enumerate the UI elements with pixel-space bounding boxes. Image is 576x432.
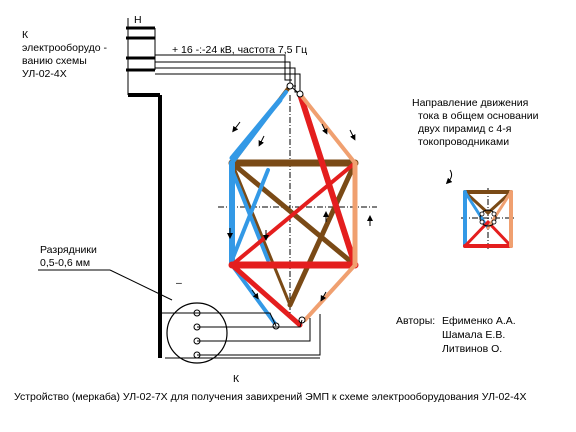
- voltage-label: + 16 -:-24 кВ, частота 7,5 Гц: [172, 44, 307, 56]
- direction-arrows: [227, 121, 373, 302]
- equipment-label-line-4: УЛ-02-4Х: [22, 68, 67, 80]
- arresters-label-line-2: 0,5-0,6 мм: [40, 257, 90, 269]
- direction-note-line-2: тока в общем основании: [418, 110, 539, 122]
- authors-title: Авторы:: [396, 315, 435, 327]
- terminal-top-label: Н: [134, 14, 142, 26]
- author-3: Литвинов О.: [442, 343, 502, 355]
- merkaba-lines: [228, 84, 359, 328]
- arresters-label-line-1: Разрядники: [40, 244, 97, 256]
- equipment-label-line-1: К: [22, 29, 29, 41]
- minus-label: –: [176, 277, 182, 289]
- terminal-bottom-label: К: [233, 373, 240, 385]
- direction-note-line-1: Направление движения: [412, 97, 528, 109]
- diagram-caption: Устройство (меркаба) УЛ-02-7Х для получе…: [14, 391, 527, 403]
- direction-note-line-4: токопроводниками: [418, 136, 509, 148]
- apex-terminals: [272, 82, 306, 330]
- supply-wires: [155, 54, 301, 96]
- author-2: Шамала Е.В.: [442, 329, 505, 341]
- small-merkaba-icon: [463, 190, 513, 248]
- arresters: [38, 269, 321, 364]
- rotation-arrow-icon: [445, 169, 453, 185]
- equipment-label-line-2: электрооборудо -: [22, 42, 107, 54]
- direction-note-line-3: двух пирамид с 4-я: [418, 123, 511, 135]
- equipment-label-line-3: ванию схемы: [22, 55, 87, 67]
- left-connector: [126, 18, 162, 358]
- axes: [218, 95, 515, 318]
- author-1: Ефименко А.А.: [442, 315, 516, 327]
